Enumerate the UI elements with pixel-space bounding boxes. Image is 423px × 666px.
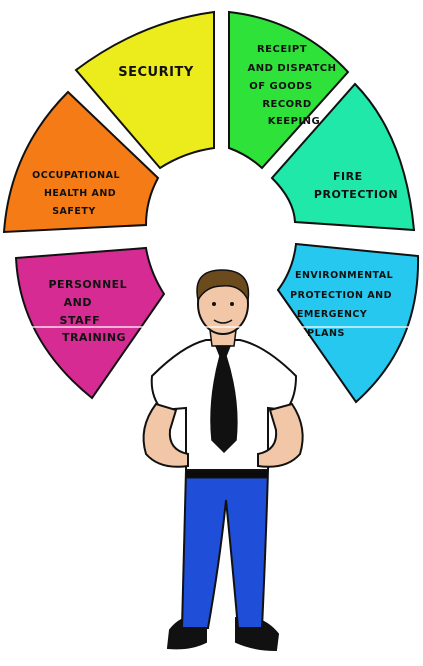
segment-ohs-line-1: OCCUPATIONAL xyxy=(32,170,120,181)
segment-fire-protection: FIRE PROTECTION xyxy=(270,82,416,232)
segment-personnel-training-shape xyxy=(14,246,166,400)
segment-security: SECURITY xyxy=(74,10,215,170)
right-arm xyxy=(142,402,189,468)
trousers xyxy=(180,469,270,629)
segment-fire-protection-label: FIRE PROTECTION xyxy=(314,170,398,201)
segment-environmental-protection: ENVIRONMENTAL PROTECTION AND EMERGENCY P… xyxy=(276,242,420,404)
segment-occupational-health-safety-shape xyxy=(2,90,160,234)
segment-receipt-dispatch: RECEIPT AND DISPATCH OF GOODS RECORD KEE… xyxy=(228,10,350,170)
segment-receipt-line-5: KEEPING xyxy=(268,116,321,127)
segment-personnel-training: PERSONNEL AND STAFF TRAINING xyxy=(14,246,166,400)
segment-environmental-protection-shape xyxy=(276,242,420,404)
segment-environmental-label: ENVIRONMENTAL PROTECTION AND EMERGENCY P… xyxy=(290,270,397,339)
segment-environmental-line-1: ENVIRONMENTAL xyxy=(295,270,393,281)
segment-ohs-line-2: HEALTH AND xyxy=(44,188,116,199)
segment-environmental-line-4: PLANS xyxy=(307,328,345,339)
segment-personnel-line-2: AND xyxy=(64,296,92,309)
segment-ohs-label: OCCUPATIONAL HEALTH AND SAFETY xyxy=(32,170,124,217)
segment-receipt-dispatch-label: RECEIPT AND DISPATCH OF GOODS RECORD KEE… xyxy=(247,44,340,127)
hair xyxy=(196,269,250,303)
right-eye xyxy=(230,302,234,306)
segment-receipt-line-2: AND DISPATCH xyxy=(247,63,336,74)
segment-ohs-line-3: SAFETY xyxy=(52,206,96,217)
left-arm xyxy=(257,402,304,468)
left-eye xyxy=(212,302,216,306)
segment-occupational-health-safety: OCCUPATIONAL HEALTH AND SAFETY xyxy=(2,90,160,234)
segment-fire-line-2: PROTECTION xyxy=(314,188,398,201)
segment-environmental-line-3: EMERGENCY xyxy=(297,309,367,320)
segment-fire-protection-shape xyxy=(270,82,416,232)
segment-security-label: SECURITY xyxy=(118,65,194,80)
segment-receipt-line-4: RECORD xyxy=(262,99,311,110)
segment-receipt-dispatch-shape xyxy=(228,10,350,170)
segment-personnel-line-3: STAFF xyxy=(60,314,101,327)
tie xyxy=(210,345,238,454)
segment-fire-line-1: FIRE xyxy=(333,170,363,183)
segment-security-line-1: SECURITY xyxy=(118,65,194,80)
man-illustration xyxy=(142,269,304,652)
segment-security-shape xyxy=(74,10,215,170)
segment-receipt-line-3: OF GOODS xyxy=(249,81,313,92)
segment-environmental-line-2: PROTECTION AND xyxy=(290,290,392,301)
segment-personnel-label: PERSONNEL AND STAFF TRAINING xyxy=(48,278,131,344)
segment-receipt-line-1: RECEIPT xyxy=(257,44,307,55)
segment-personnel-line-4: TRAINING xyxy=(62,331,126,344)
mouth xyxy=(213,319,233,324)
segment-personnel-line-1: PERSONNEL xyxy=(48,278,127,291)
